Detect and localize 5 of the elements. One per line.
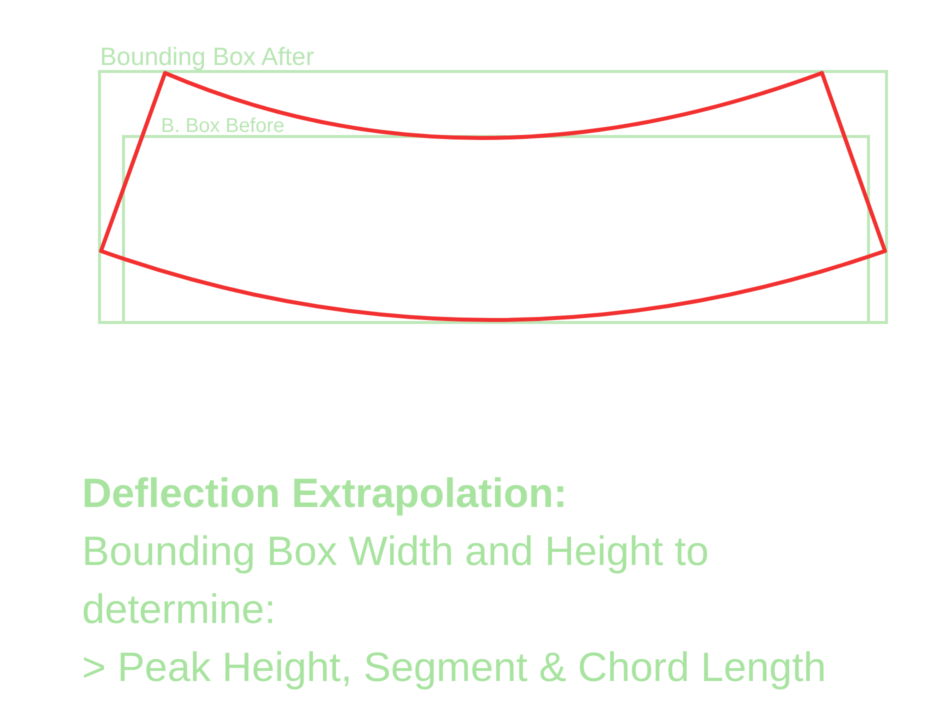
box-label: Bounding Box After	[100, 43, 314, 71]
description-text: > Peak Height, Segment & Chord Length	[82, 643, 826, 692]
box-label: B. Box Before	[161, 115, 284, 137]
heading: Deflection Extrapolation:	[82, 469, 568, 518]
description-text: Bounding Box Width and Height to determine:	[82, 527, 710, 634]
